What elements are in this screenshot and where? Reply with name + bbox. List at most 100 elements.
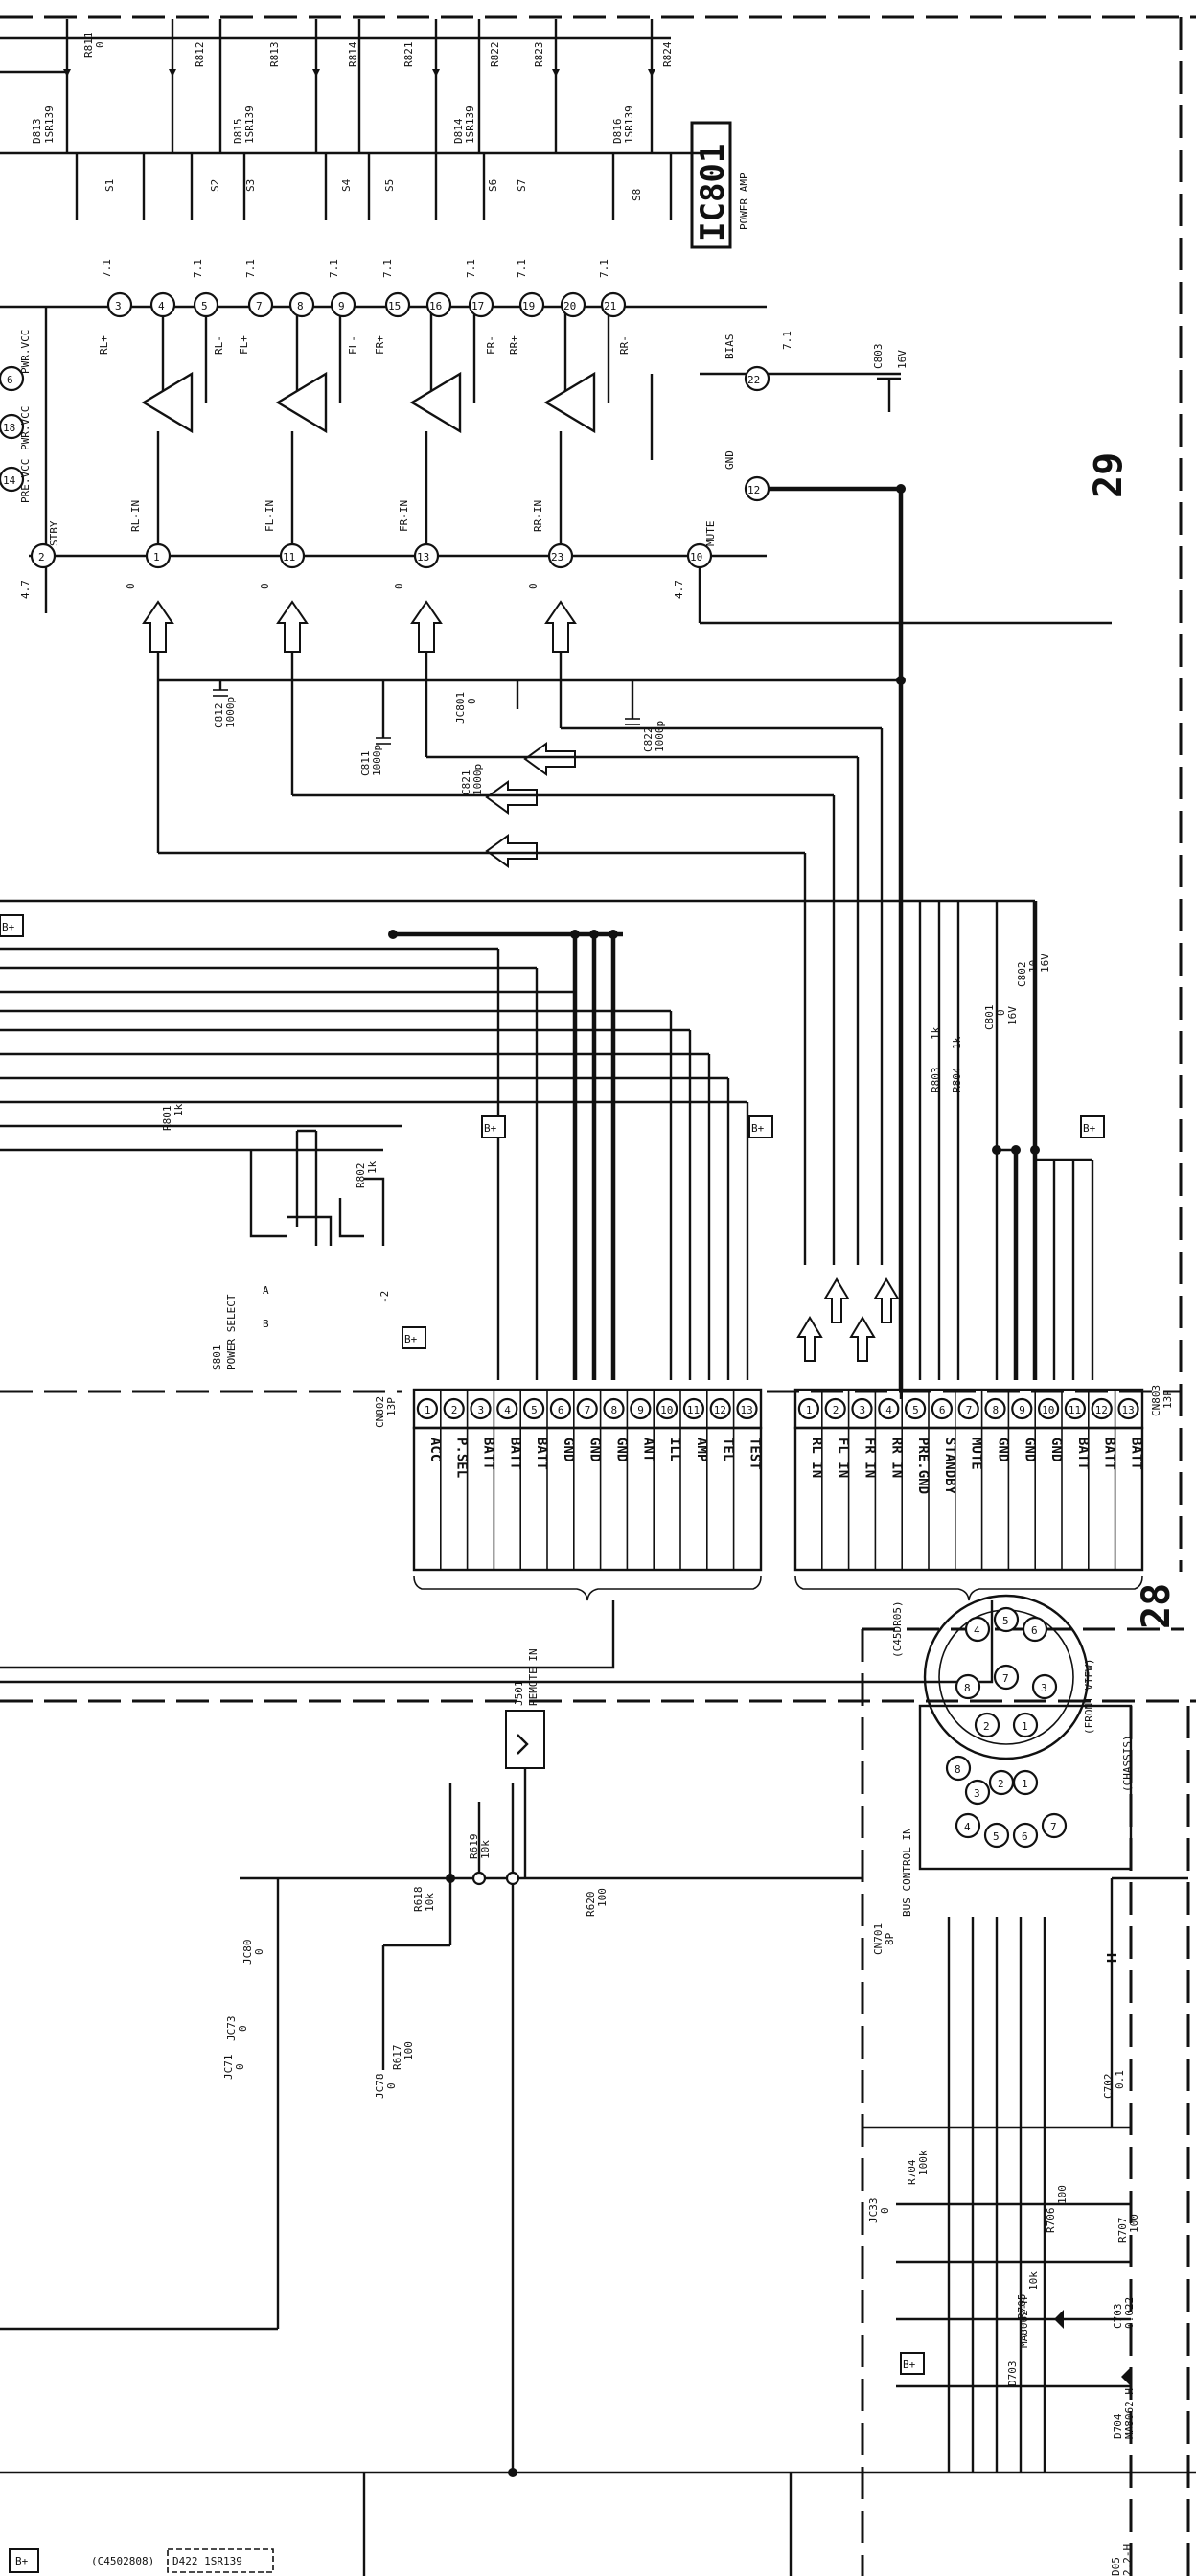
diode-d704-ref: D704: [1112, 2413, 1124, 2439]
bus-connector-pins-count: 8P: [884, 1932, 896, 1945]
mute-label: MUTE: [704, 521, 717, 547]
diode-d05-ref: D05: [1110, 2557, 1122, 2576]
cap-c803-ref: C803: [872, 344, 885, 370]
out-v-5: 7.1: [192, 259, 204, 278]
front-pin-4: 8: [964, 1682, 971, 1694]
cn803-pin-number: 11: [1069, 1404, 1081, 1416]
cn803-pin-number: 9: [1019, 1404, 1025, 1416]
out-v-7: 7.1: [244, 259, 257, 278]
cn802-pin-label: ANT: [640, 1438, 656, 1461]
cn802-pin-label: GND: [587, 1438, 603, 1461]
out-rr-minus-label: RR-: [618, 335, 631, 355]
resistor-r803-ref: R803: [930, 1068, 942, 1093]
cn802-pin-circle: [549, 1397, 572, 1420]
out-fr-minus-label: FR-: [485, 335, 497, 355]
resistor-r822-label: R822: [489, 42, 501, 68]
resistor-r811-val: 0: [94, 41, 106, 48]
fl-in-voltage: 0: [259, 583, 271, 589]
page-number-28: 28: [1135, 1583, 1179, 1629]
diode-d813-label: D813: [31, 119, 43, 145]
bottom-left-diode: D422 1SR139: [172, 2555, 242, 2567]
cap-c801-rating: 16V: [1006, 1006, 1019, 1025]
cap-c822-ref: C822: [642, 727, 655, 753]
front-pin-3: 6: [1031, 1624, 1038, 1637]
cn802-pin-label: BATT: [481, 1438, 496, 1470]
stby-label: STBY: [48, 520, 60, 546]
side-pin-1: 1: [1022, 1778, 1028, 1790]
rr-in-voltage: 0: [527, 583, 540, 589]
cn803-pin-circle: [797, 1397, 820, 1420]
diode-d703-val: MA8062-H: [1018, 2297, 1030, 2348]
side-pin-3: 3: [974, 1787, 980, 1800]
jumper-jc80-val: 0: [253, 1948, 265, 1955]
diode-d813-part: 1SR139: [43, 105, 56, 144]
pwr-vcc-label-1: PWR.VCC: [19, 330, 32, 374]
diode-d05-val: 2.2-H: [1121, 2544, 1134, 2576]
jc801-val: 0: [466, 698, 478, 704]
cn802-pin-circle: [736, 1397, 758, 1420]
cap-c812-ref: C812: [213, 703, 225, 729]
resistor-r705-ref: R705: [1016, 2294, 1028, 2320]
pin-6-number: 6: [7, 374, 13, 386]
speaker-s7-label: S7: [516, 179, 528, 192]
ic801-supply-pins: 6 18 14: [0, 365, 25, 493]
jumper-jc71-val: 0: [234, 2063, 246, 2070]
resistor-r804-val: 1k: [951, 1036, 963, 1049]
junction-dots: [388, 484, 1040, 1155]
cap-c702-ref: C702: [1102, 2074, 1115, 2100]
resistor-r804-ref: R804: [951, 1067, 963, 1092]
cap-c703-val: 0.022: [1123, 2297, 1136, 2329]
pin-2-number: 2: [38, 551, 45, 564]
front-view-label: (FRONT VIEW): [1083, 1659, 1095, 1735]
out-fl-plus-label: FL+: [238, 335, 250, 355]
side-pin-7: 7: [1050, 1821, 1057, 1833]
pin-22-number: 22: [748, 374, 760, 386]
cn802-pin-number: 8: [611, 1404, 618, 1416]
cn803-pin-label: RR IN: [888, 1438, 904, 1478]
cn802-pin-circle: [603, 1397, 625, 1420]
cn803-pin-circle: [851, 1397, 873, 1420]
pwr-vcc-label-2: PWR.VCC: [19, 406, 32, 450]
cn802-pin-number: 3: [478, 1404, 485, 1416]
switch-s801-ref: S801: [211, 1346, 223, 1371]
jumper-jc73-ref: JC73: [225, 2016, 238, 2042]
cn803-pin-label: BATT: [1102, 1438, 1117, 1470]
cn803-pin-circle: [1037, 1397, 1060, 1420]
rr-in-label: RR-IN: [532, 500, 544, 532]
side-pin-2: 2: [998, 1778, 1004, 1790]
cn802-pin-number: 13: [741, 1404, 753, 1416]
resistor-r801-val: 1k: [172, 1103, 185, 1116]
jumper-jc33-ref: JC33: [867, 2198, 880, 2224]
cap-c822-val: 1000p: [654, 721, 666, 752]
cn802-pin-label: ACC: [427, 1438, 443, 1461]
cn802-pin-circle: [443, 1397, 465, 1420]
pin-5-number: 5: [201, 300, 208, 312]
cn802-pin-number: 10: [660, 1404, 673, 1416]
power-select-a: A: [263, 1284, 269, 1297]
resistor-r706-val: 100: [1056, 2185, 1069, 2204]
input-cap-network: [156, 652, 901, 1265]
cn803-pin-number: 13: [1122, 1404, 1135, 1416]
cn802-pin-label: BATT: [534, 1438, 549, 1470]
cn802-pin-label: TEST: [748, 1438, 763, 1470]
resistor-r617-ref: R617: [391, 2045, 403, 2071]
out-v-17: 7.1: [465, 259, 477, 278]
cn802-ref: CN802: [374, 1396, 386, 1428]
bus-connector-pins: 4 5 6 8 7 3 2 1 8 3 2 1 4 5 6 7: [945, 1606, 1068, 1849]
remote-jack-label: REMOTE IN: [527, 1648, 540, 1706]
cn803-pin-number: 2: [833, 1404, 840, 1416]
pre-vcc-label: PRE.VCC: [19, 459, 32, 503]
resistor-r814-label: R814: [347, 41, 359, 67]
bottom-left-ic: (C4502808): [91, 2555, 154, 2567]
diode-d815-part: 1SR139: [243, 105, 256, 144]
front-pin-8: 1: [1022, 1720, 1028, 1733]
side-pin-4: 4: [964, 1821, 971, 1833]
cap-c802-rating: 16V: [1039, 954, 1051, 973]
cn803-pin-circle: [904, 1397, 927, 1420]
pin-18-number: 18: [3, 422, 15, 434]
power-select-switch: [249, 1150, 385, 1246]
rl-in-label: RL-IN: [129, 500, 142, 532]
chassis-label: (CHASSIS): [1121, 1735, 1134, 1792]
ic801-name: IC801: [694, 144, 732, 242]
